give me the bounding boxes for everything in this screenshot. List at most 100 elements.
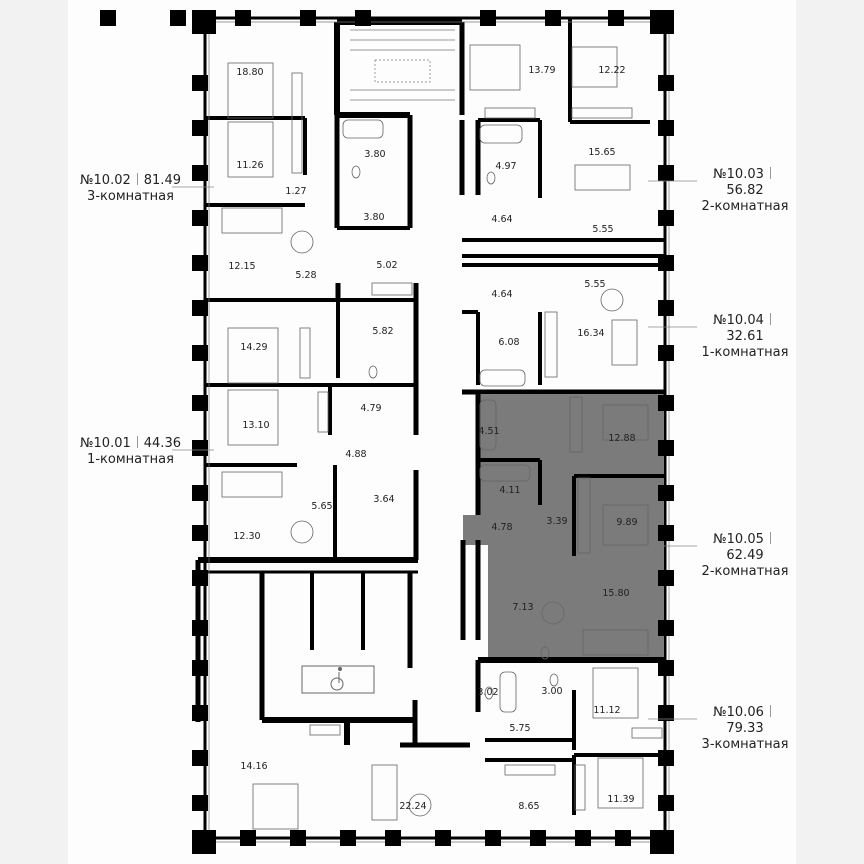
sofa-icon [371, 764, 398, 821]
bed-icon [602, 404, 649, 441]
pillar [192, 705, 208, 721]
room-area-label: 4.64 [491, 214, 512, 225]
room-area-label: 3.00 [541, 686, 562, 697]
pillar [340, 830, 356, 846]
pillars [100, 10, 674, 854]
apartment-type: 3-комнатная [87, 189, 174, 204]
toilet-icon [486, 171, 496, 185]
dining-table-icon [290, 520, 314, 544]
pillar [192, 750, 208, 766]
bed-icon [571, 46, 618, 88]
room-area-label: 12.15 [228, 261, 255, 272]
pillar [290, 830, 306, 846]
pillar [192, 395, 208, 411]
room-area-label: 1.27 [285, 186, 306, 197]
wardrobe-icon [299, 327, 311, 379]
pillar [355, 10, 371, 26]
sofa-icon [221, 471, 283, 498]
pillar [650, 830, 674, 854]
room-area-label: 5.75 [509, 723, 530, 734]
apartment-number: №10.05 [713, 532, 764, 547]
apartment-area: 56.82 [726, 183, 764, 198]
pillar [658, 120, 674, 136]
bathtub-icon [479, 369, 526, 387]
wardrobe-icon [571, 107, 633, 119]
pillar [235, 10, 251, 26]
sofa-icon [221, 207, 283, 234]
room-area-label: 5.55 [584, 279, 605, 290]
room-area-label: 11.12 [593, 705, 620, 716]
pillar [192, 795, 208, 811]
apartment-number: №10.04 [713, 313, 764, 328]
pillar [385, 830, 401, 846]
room-area-label: 3.02 [477, 687, 498, 698]
room-area-label: 8.65 [518, 801, 539, 812]
pillar [658, 165, 674, 181]
pillar [658, 795, 674, 811]
pillar [658, 620, 674, 636]
room-area-label: 11.39 [607, 794, 634, 805]
bed-icon [227, 327, 279, 384]
pillar [192, 255, 208, 271]
apartment-area: 79.33 [726, 721, 764, 736]
pillar [192, 300, 208, 316]
pillar [545, 10, 561, 26]
room-area-label: 13.79 [528, 65, 555, 76]
pillar [658, 300, 674, 316]
wardrobe-icon [574, 764, 586, 811]
bathtub-icon [499, 671, 517, 713]
pillar [192, 210, 208, 226]
bathtub-icon [342, 119, 384, 139]
apartment-number: №10.03 [713, 167, 764, 182]
pillar [658, 660, 674, 676]
bed-icon [602, 504, 649, 546]
walls [195, 16, 670, 843]
pillar [658, 345, 674, 361]
toilet-icon [549, 673, 559, 687]
apartment-number: №10.02 [80, 173, 131, 188]
dining-table-icon [408, 793, 432, 817]
dining-table-icon [541, 601, 565, 625]
room-area-label: 11.26 [236, 160, 263, 171]
room-area-label: 12.30 [233, 531, 260, 542]
pillar [658, 485, 674, 501]
apartment-type: 1-комнатная [701, 345, 789, 360]
callout-lines [172, 180, 697, 720]
room-area-label: 4.64 [491, 289, 512, 300]
apartment-type: 2-комнатная [701, 199, 789, 214]
bathtub-icon [479, 399, 497, 451]
room-area-label: 14.16 [240, 761, 267, 772]
wardrobe-icon [291, 72, 303, 174]
pillar [435, 830, 451, 846]
wardrobe-icon [544, 311, 558, 378]
pillar [485, 830, 501, 846]
pillar [658, 395, 674, 411]
room-area-label: 13.10 [242, 420, 269, 431]
wardrobe-icon [631, 727, 663, 739]
apartment-area: 62.49 [726, 548, 764, 563]
room-area-label: 16.34 [577, 328, 604, 339]
pillar [192, 10, 216, 34]
pillar [658, 440, 674, 456]
pillar [192, 120, 208, 136]
bed-icon [592, 667, 639, 719]
wardrobe-icon [371, 282, 413, 296]
pillar [530, 830, 546, 846]
pillar [192, 485, 208, 501]
wardrobe-icon [309, 724, 341, 736]
wardrobe-icon [484, 107, 536, 119]
divider [769, 705, 771, 717]
pillar [192, 660, 208, 676]
room-area-label: 9.89 [616, 517, 637, 528]
pillar [658, 525, 674, 541]
apartment-type: 1-комнатная [87, 452, 174, 467]
dining-table-icon [290, 230, 314, 254]
divider [136, 436, 138, 448]
pillar [192, 570, 208, 586]
